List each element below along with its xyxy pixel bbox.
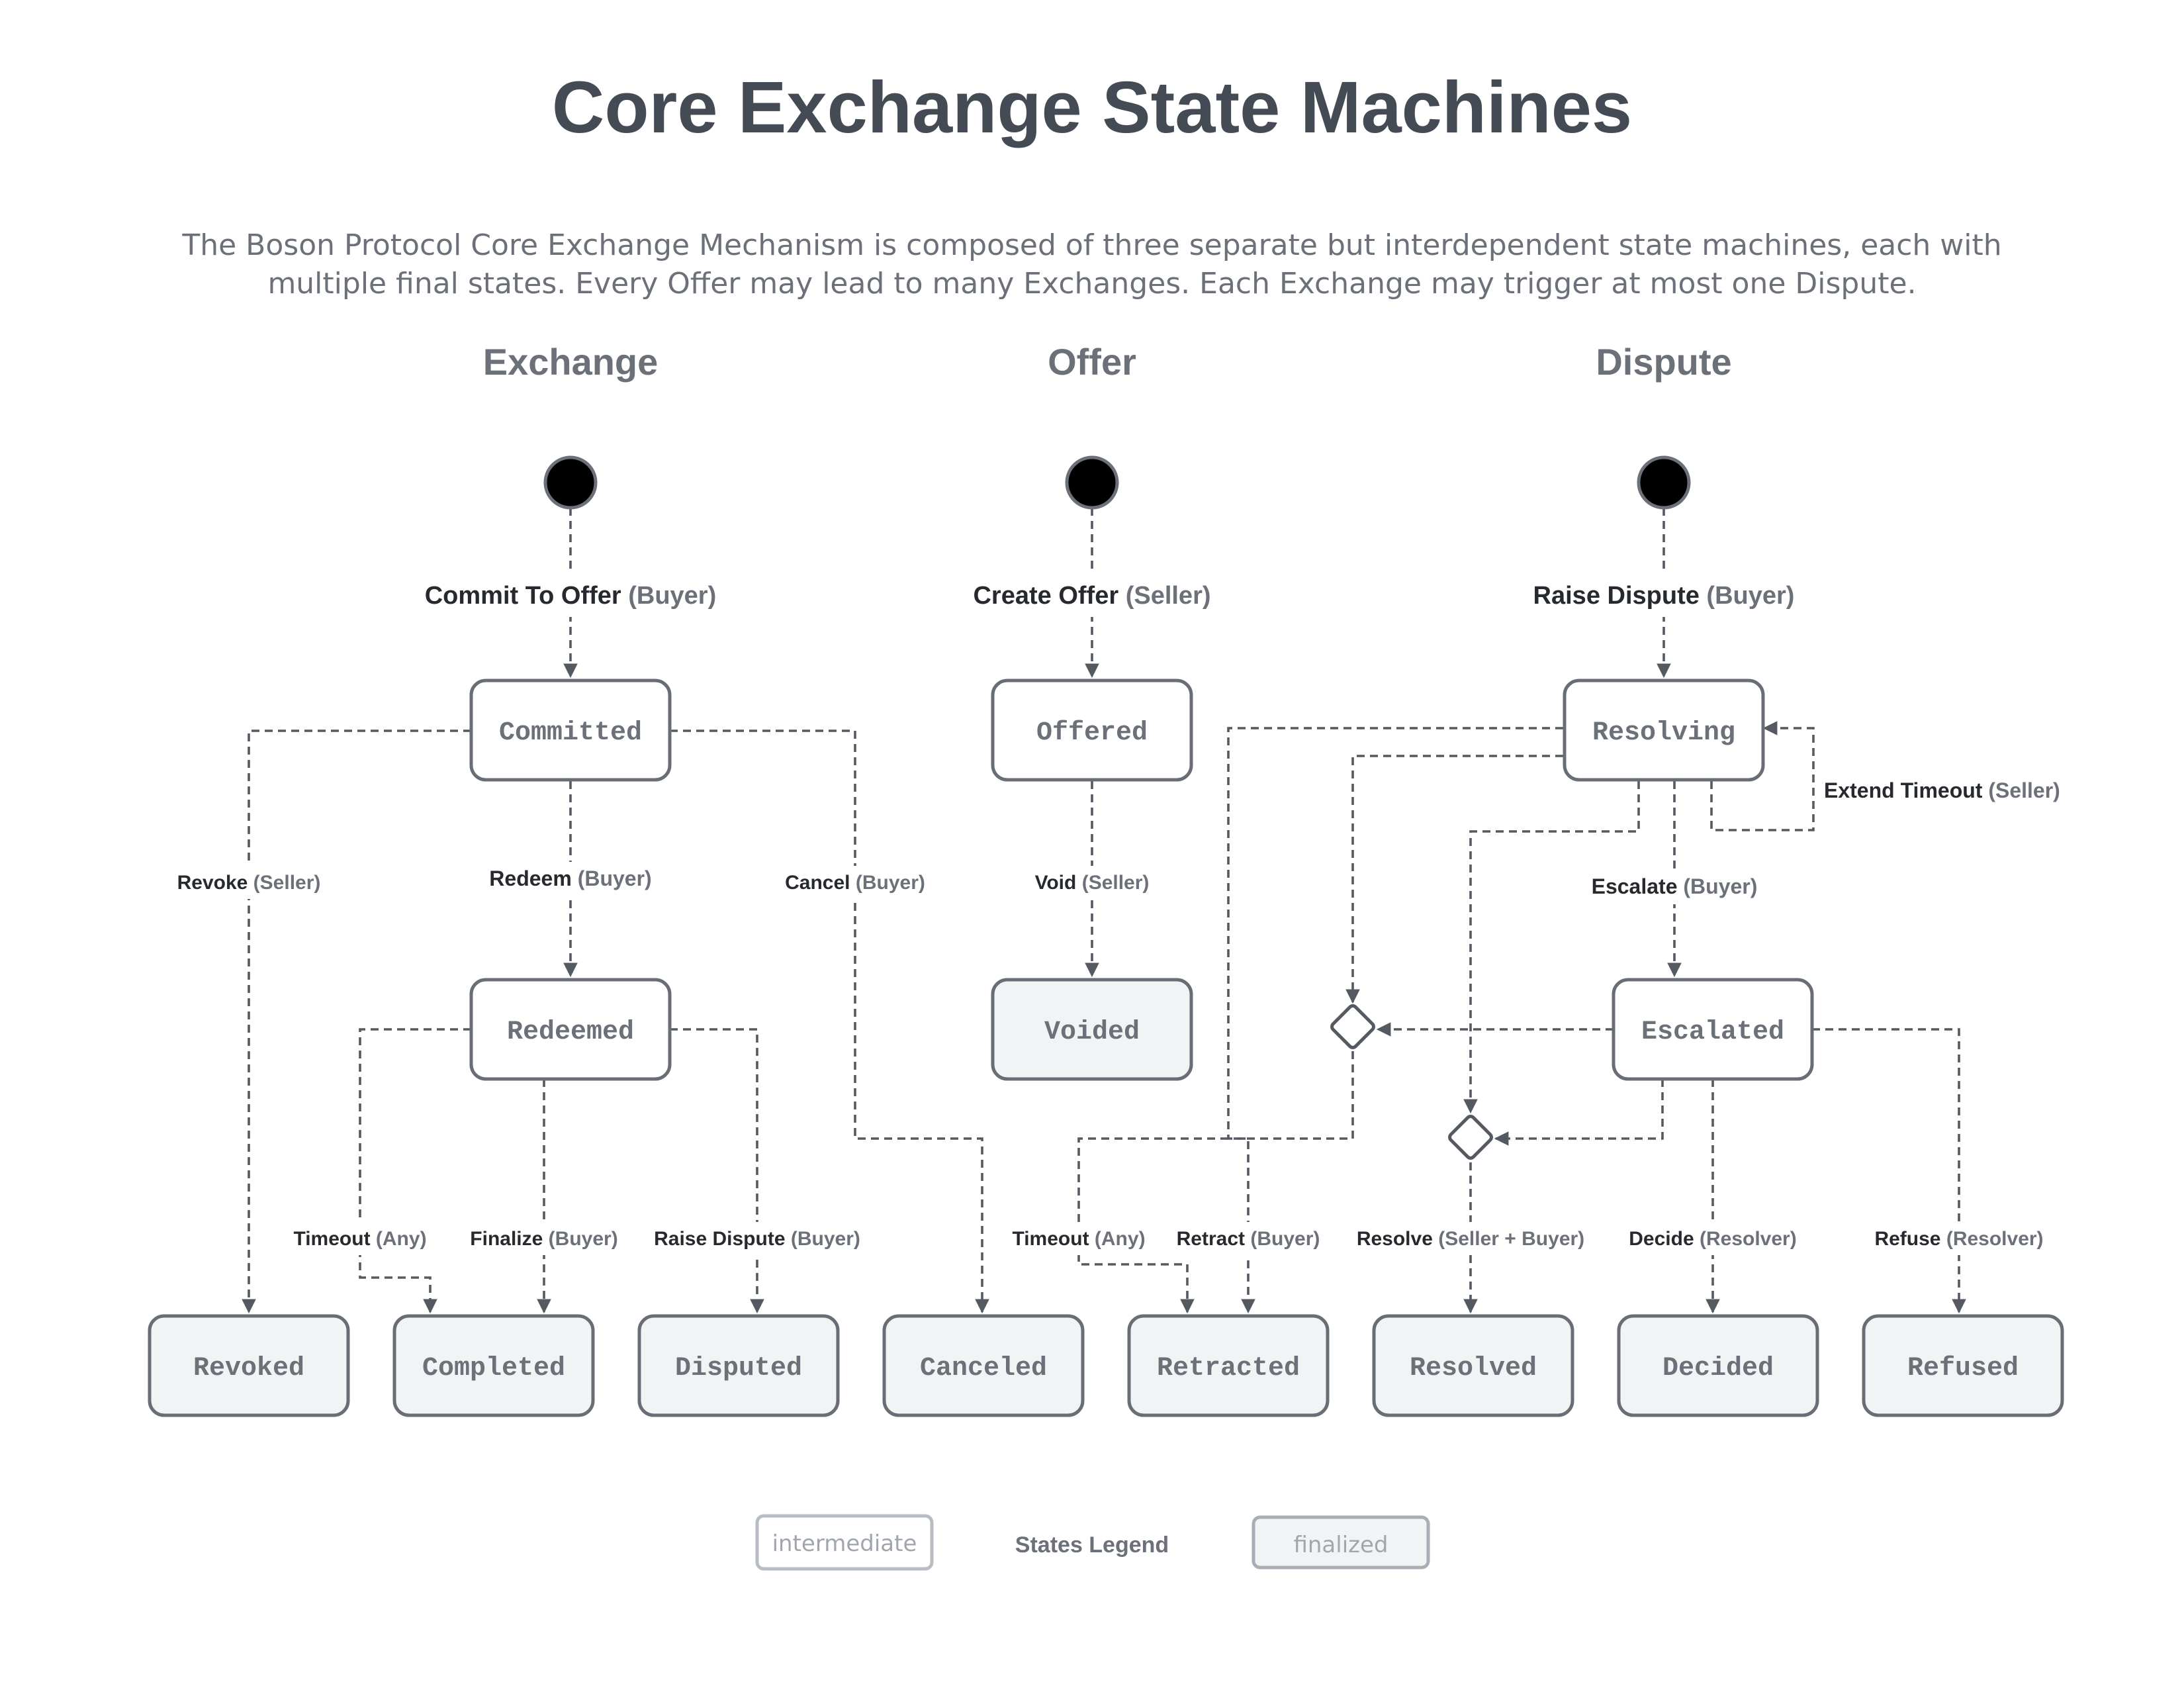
label-commit-to-offer: Commit To Offer (Buyer) (425, 582, 717, 610)
column-heading-dispute: Dispute (1596, 341, 1731, 383)
state-redeemed: Redeemed (507, 1017, 634, 1047)
initial-states (543, 455, 1691, 510)
legend-intermediate-swatch (755, 1514, 934, 1571)
state-retracted-box (1127, 1314, 1330, 1417)
label-timeout-exchange-bg (287, 1222, 433, 1255)
state-escalated-box (1612, 978, 1814, 1081)
label-raise-dispute: Raise Dispute (Buyer) (1533, 582, 1795, 610)
label-timeout-dispute-bg (1006, 1222, 1152, 1255)
legend-finalized-swatch (1251, 1515, 1430, 1570)
choice-diamond-left (1330, 1004, 1375, 1049)
label-decide-bg (1624, 1222, 1801, 1255)
state-resolving: Resolving (1592, 718, 1735, 748)
state-revoked: Revoked (193, 1354, 304, 1383)
label-refuse-bg (1873, 1222, 2045, 1255)
state-refused-box (1862, 1314, 2064, 1417)
edge-cancel (670, 729, 989, 1314)
label-raise-dispute-bg (1522, 572, 1805, 617)
state-canceled: Canceled (920, 1354, 1047, 1383)
edge-timeout-exchange (359, 1028, 471, 1314)
label-void-bg (1026, 866, 1158, 899)
label-cancel: Cancel (Buyer) (785, 872, 925, 894)
page-title: Core Exchange State Machines (552, 67, 1632, 148)
label-finalize: Finalize (Buyer) (470, 1228, 617, 1250)
states-legend: intermediate States Legend finalized (755, 1514, 1430, 1571)
edge-resolving-to-diamond-1 (1345, 755, 1563, 1004)
label-revoke-bg (169, 866, 328, 899)
state-offered: Offered (1036, 718, 1148, 748)
state-resolved-box (1372, 1314, 1574, 1417)
state-resolved: Resolved (1410, 1354, 1537, 1383)
legend-title: States Legend (1015, 1532, 1169, 1558)
edge-extend-timeout (1710, 721, 1815, 831)
initial-state-offer (1065, 455, 1119, 510)
state-committed-box (469, 679, 672, 782)
label-raise-disputed: Raise Dispute (Buyer) (654, 1228, 860, 1250)
label-create-offer-bg (958, 572, 1226, 617)
transition-edges (242, 508, 1966, 1314)
edge-resolving-to-diamond-2 (1463, 781, 1640, 1114)
transition-labels: Commit To Offer (Buyer) Create Offer (Se… (169, 572, 2060, 1255)
state-redeemed-box (469, 978, 672, 1081)
column-heading-offer: Offer (1048, 341, 1136, 383)
label-timeout-exchange: Timeout (Any) (293, 1228, 426, 1250)
label-void: Void (Seller) (1035, 872, 1150, 894)
label-escalate: Escalate (Buyer) (1592, 874, 1758, 898)
initial-state-exchange (543, 455, 598, 510)
state-offered-box (991, 679, 1193, 782)
state-decided-box (1617, 1314, 1819, 1417)
state-escalated: Escalated (1641, 1017, 1784, 1047)
label-refuse: Refuse (Resolver) (1874, 1228, 2043, 1250)
edge-escalated-to-diamond-2 (1494, 1079, 1664, 1146)
label-resolve: Resolve (Seller + Buyer) (1357, 1228, 1584, 1250)
state-revoked-box (148, 1314, 350, 1417)
state-completed-box (392, 1314, 595, 1417)
legend-finalized: finalized (1293, 1532, 1388, 1558)
label-create-offer: Create Offer (Seller) (973, 582, 1210, 610)
state-refused: Refused (1907, 1354, 2019, 1383)
label-resolve-bg (1355, 1222, 1586, 1255)
label-cancel-bg (776, 866, 934, 899)
intermediate-states: Committed Redeemed Offered Resolving Esc… (469, 679, 1814, 1081)
label-retract: Retract (Buyer) (1177, 1228, 1320, 1250)
label-redeem: Redeem (Buyer) (489, 867, 651, 890)
state-resolving-box (1563, 679, 1765, 782)
label-escalate-bg (1582, 870, 1767, 904)
state-retracted: Retracted (1157, 1354, 1300, 1383)
choice-nodes (1330, 1004, 1493, 1160)
label-extend-timeout: Extend Timeout (Seller) (1824, 778, 2060, 802)
state-disputed-box (637, 1314, 840, 1417)
initial-state-dispute (1637, 455, 1691, 510)
choice-diamond-right (1448, 1115, 1493, 1160)
label-raise-disputed-bg (651, 1222, 863, 1255)
edge-refuse (1812, 1028, 1966, 1314)
label-retract-bg (1171, 1222, 1325, 1255)
edge-raise-disputed (670, 1028, 764, 1314)
legend-intermediate: intermediate (772, 1530, 917, 1557)
label-revoke: Revoke (Seller) (177, 872, 321, 894)
state-completed: Completed (422, 1354, 565, 1383)
column-heading-exchange: Exchange (483, 341, 659, 383)
state-disputed: Disputed (675, 1354, 802, 1383)
edge-revoke (242, 729, 471, 1314)
final-states: Voided Revoked Completed Disputed Cancel… (148, 978, 2064, 1417)
state-canceled-box (882, 1314, 1085, 1417)
state-decided: Decided (1662, 1354, 1774, 1383)
label-decide: Decide (Resolver) (1629, 1228, 1796, 1250)
state-committed: Committed (499, 718, 642, 748)
description-line-1: The Boson Protocol Core Exchange Mechani… (181, 228, 2001, 262)
description-line-2: multiple final states. Every Offer may l… (267, 267, 1916, 301)
label-redeem-bg (479, 862, 662, 896)
label-finalize-bg (463, 1222, 625, 1255)
label-timeout-dispute: Timeout (Any) (1012, 1228, 1145, 1250)
state-voided: Voided (1044, 1017, 1140, 1047)
state-voided-box (991, 978, 1193, 1081)
edge-diamond-1-timeout (1077, 1051, 1354, 1314)
